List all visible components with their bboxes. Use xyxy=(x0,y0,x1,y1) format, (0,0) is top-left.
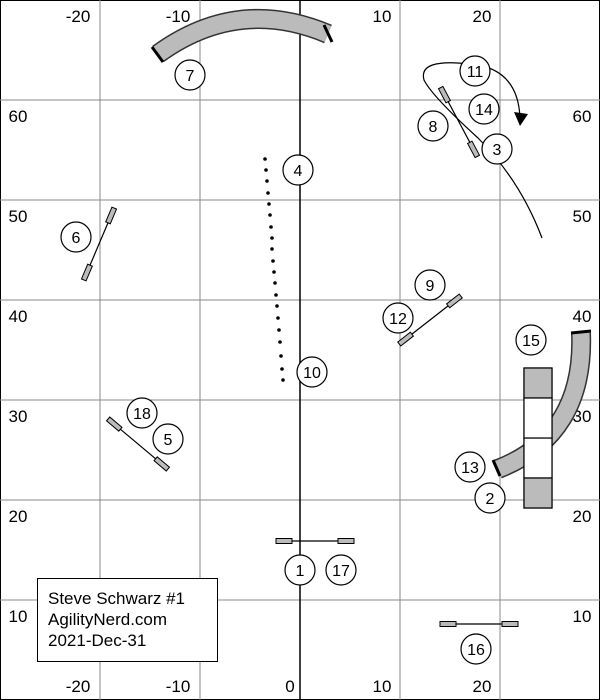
weave-poles xyxy=(263,157,285,382)
obstacle-marker-3: 3 xyxy=(481,133,513,165)
y-left-label: 10 xyxy=(9,607,28,626)
site-label: AgilityNerd.com xyxy=(48,610,168,629)
x-bottom-label: 10 xyxy=(373,677,392,696)
svg-text:2: 2 xyxy=(486,491,495,508)
svg-text:7: 7 xyxy=(186,68,195,85)
obstacle-marker-10: 10 xyxy=(296,356,328,388)
x-bottom-label: 0 xyxy=(285,677,294,696)
svg-text:4: 4 xyxy=(294,163,303,180)
obstacle-marker-11: 11 xyxy=(459,55,491,87)
svg-text:9: 9 xyxy=(426,278,435,295)
obstacle-marker-13: 13 xyxy=(454,451,486,483)
x-bottom-label: -20 xyxy=(66,677,91,696)
tunnel-entry xyxy=(150,46,165,63)
y-left-label: 40 xyxy=(9,307,28,326)
obstacle-marker-18: 18 xyxy=(126,397,158,429)
svg-text:15: 15 xyxy=(522,333,540,350)
obstacle-marker-2: 2 xyxy=(474,482,506,514)
axis-labels: -20 -10 10 20 -20 -10 0 10 20 60 50 40 3… xyxy=(9,7,592,696)
y-left-label: 20 xyxy=(9,507,28,526)
obstacle-marker-14: 14 xyxy=(468,93,500,125)
y-right-label: 10 xyxy=(573,607,592,626)
x-top-label: 20 xyxy=(473,7,492,26)
y-right-label: 50 xyxy=(573,207,592,226)
author-label: Steve Schwarz #1 xyxy=(48,589,186,608)
svg-text:14: 14 xyxy=(475,102,493,119)
svg-text:10: 10 xyxy=(303,365,321,382)
svg-text:3: 3 xyxy=(493,142,502,159)
number-markers: 1 2 3 4 5 6 7 8 9 10 11 12 13 14 15 16 1… xyxy=(60,55,547,665)
svg-text:1: 1 xyxy=(296,563,305,580)
obstacle-marker-4: 4 xyxy=(282,154,314,186)
obstacle-marker-9: 9 xyxy=(414,269,446,301)
tunnel-15 xyxy=(491,329,592,479)
svg-text:13: 13 xyxy=(461,460,479,477)
obstacle-marker-16: 16 xyxy=(460,633,492,665)
svg-text:16: 16 xyxy=(467,642,485,659)
svg-text:5: 5 xyxy=(164,432,173,449)
tunnel-7 xyxy=(150,9,334,63)
handler-path xyxy=(422,62,543,239)
obstacle-marker-7: 7 xyxy=(174,59,206,91)
y-right-label: 60 xyxy=(573,107,592,126)
course-info-box: Steve Schwarz #1 AgilityNerd.com 2021-De… xyxy=(37,578,218,662)
y-left-label: 50 xyxy=(9,207,28,226)
svg-text:18: 18 xyxy=(133,406,151,423)
x-top-label: 10 xyxy=(373,7,392,26)
obstacle-marker-6: 6 xyxy=(60,221,92,253)
svg-text:11: 11 xyxy=(467,64,484,81)
jump-16 xyxy=(439,621,519,627)
jump-8-14-3 xyxy=(437,85,481,159)
svg-text:12: 12 xyxy=(389,311,407,328)
date-label: 2021-Dec-31 xyxy=(48,631,147,650)
obstacle-marker-15: 15 xyxy=(515,324,547,356)
obstacle-marker-17: 17 xyxy=(325,554,357,586)
svg-text:17: 17 xyxy=(332,563,350,580)
y-right-label: 40 xyxy=(573,307,592,326)
y-left-label: 60 xyxy=(9,107,28,126)
path-arrow-icon xyxy=(514,112,528,126)
obstacle-marker-8: 8 xyxy=(417,110,449,142)
jump-6 xyxy=(80,206,118,282)
tunnel-entry xyxy=(491,459,502,477)
tunnel-exit xyxy=(570,329,592,335)
jump-1-17 xyxy=(275,538,355,544)
obstacle-marker-1: 1 xyxy=(284,554,316,586)
tunnel-exit xyxy=(322,24,334,43)
obstacle-marker-12: 12 xyxy=(382,302,414,334)
x-top-label: -20 xyxy=(66,7,91,26)
x-bottom-label: 20 xyxy=(473,677,492,696)
panel-obstacle xyxy=(523,367,553,509)
x-bottom-label: -10 xyxy=(166,677,191,696)
jump-5-18 xyxy=(105,416,171,472)
obstacle-marker-5: 5 xyxy=(152,423,184,455)
y-right-label: 20 xyxy=(573,507,592,526)
jump-9-12 xyxy=(397,293,463,347)
svg-text:6: 6 xyxy=(72,230,81,247)
x-top-label: -10 xyxy=(166,7,191,26)
svg-text:8: 8 xyxy=(429,119,438,136)
y-left-label: 30 xyxy=(9,407,28,426)
y-right-label: 30 xyxy=(573,407,592,426)
